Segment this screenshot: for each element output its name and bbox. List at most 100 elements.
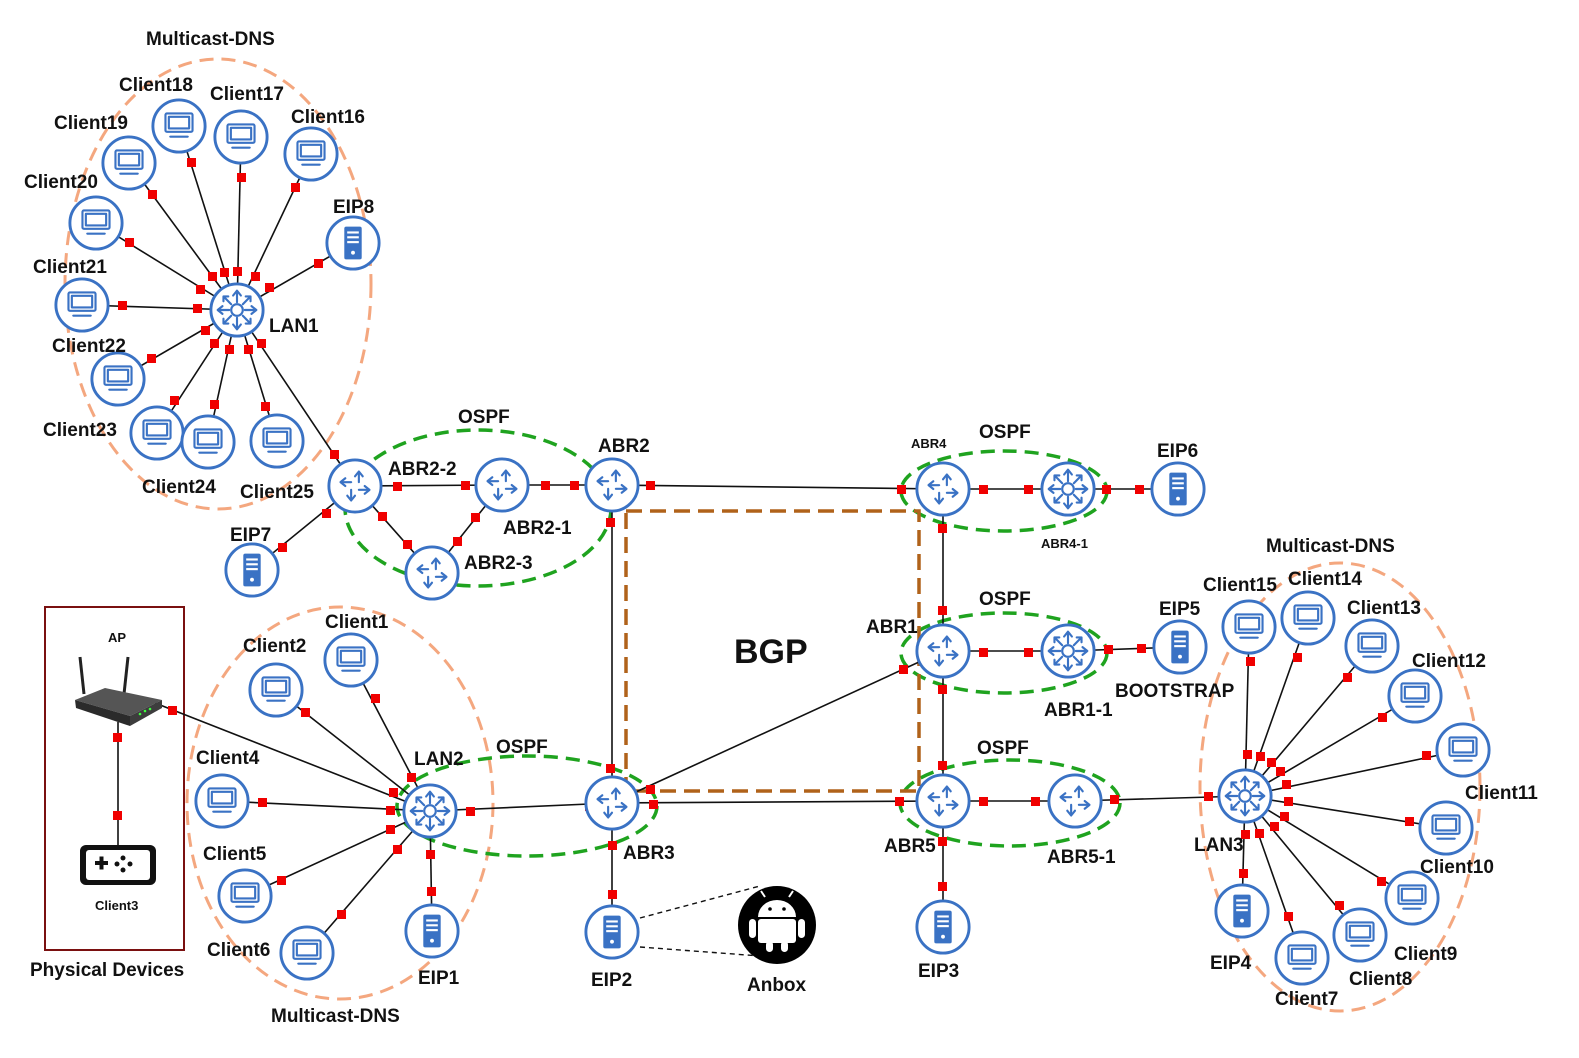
client25-monitor-icon[interactable]: [249, 413, 305, 469]
anbox-label: Anbox: [747, 975, 807, 996]
port-marker: [265, 283, 274, 292]
client21-monitor-icon[interactable]: [54, 277, 110, 333]
port-marker: [606, 764, 615, 773]
client6-label: Client6: [207, 940, 270, 961]
client9-monitor-icon[interactable]: [1384, 870, 1440, 926]
client2-monitor-icon[interactable]: [248, 662, 304, 718]
eip2-server-icon[interactable]: [584, 904, 640, 960]
port-marker: [938, 524, 947, 533]
eip4-server-icon[interactable]: [1214, 883, 1270, 939]
abr5-router-icon[interactable]: [915, 773, 971, 829]
port-marker: [897, 485, 906, 494]
port-marker: [1246, 657, 1255, 666]
port-marker: [125, 238, 134, 247]
eip3-server-icon[interactable]: [915, 899, 971, 955]
port-marker: [233, 267, 242, 276]
abr3-router-icon[interactable]: [584, 775, 640, 831]
lan3-switch-icon[interactable]: [1217, 768, 1273, 824]
client12-monitor-icon[interactable]: [1387, 668, 1443, 724]
multicast-dns-area-bottom: [185, 605, 495, 1001]
port-marker: [237, 173, 246, 182]
port-marker: [378, 512, 387, 521]
port-marker: [1110, 795, 1119, 804]
eip8-server-icon[interactable]: [325, 215, 381, 271]
client10-label: Client10: [1420, 857, 1494, 878]
abr1-router-icon[interactable]: [915, 623, 971, 679]
client11-monitor-icon[interactable]: [1435, 722, 1491, 778]
anbox-android-icon[interactable]: [738, 886, 816, 964]
port-marker: [646, 785, 655, 794]
link: [429, 802, 613, 812]
client4-monitor-icon[interactable]: [194, 773, 250, 829]
client5-monitor-icon[interactable]: [217, 868, 273, 924]
abr4-router-icon[interactable]: [915, 461, 971, 517]
client8-monitor-icon[interactable]: [1332, 907, 1388, 963]
link: [128, 162, 238, 311]
ap-router-icon[interactable]: [75, 656, 162, 726]
abr2-2-router-icon[interactable]: [327, 458, 383, 514]
link: [611, 484, 944, 490]
area-label-multicast-dns-top: Multicast-DNS: [146, 29, 275, 50]
abr1-1-switch-icon[interactable]: [1040, 623, 1096, 679]
client13-monitor-icon[interactable]: [1344, 618, 1400, 674]
link: [1244, 795, 1413, 899]
port-marker: [193, 304, 202, 313]
abr5-1-label: ABR5-1: [1047, 847, 1116, 868]
abr2-3-router-icon[interactable]: [404, 545, 460, 601]
lan2-switch-icon[interactable]: [402, 783, 458, 839]
client18-label: Client18: [119, 75, 193, 96]
port-marker: [1024, 485, 1033, 494]
eip6-server-icon[interactable]: [1150, 461, 1206, 517]
link: [178, 125, 238, 311]
port-marker: [113, 733, 122, 742]
lan2-label: LAN2: [414, 749, 464, 770]
port-marker: [938, 882, 947, 891]
link: [1244, 795, 1303, 959]
port-marker: [244, 345, 253, 354]
port-marker: [895, 797, 904, 806]
client6-monitor-icon[interactable]: [279, 925, 335, 981]
client18-monitor-icon[interactable]: [151, 98, 207, 154]
port-marker: [1256, 752, 1265, 761]
client7-monitor-icon[interactable]: [1274, 930, 1330, 986]
abr2-router-icon[interactable]: [584, 457, 640, 513]
port-marker: [330, 450, 339, 459]
eip5-server-icon[interactable]: [1152, 619, 1208, 675]
client8-label: Client8: [1349, 969, 1412, 990]
client22-monitor-icon[interactable]: [90, 351, 146, 407]
client19-monitor-icon[interactable]: [101, 135, 157, 191]
client3-gamepad-icon[interactable]: [80, 845, 156, 885]
client1-monitor-icon[interactable]: [323, 632, 379, 688]
port-marker: [1243, 750, 1252, 759]
abr2-1-router-icon[interactable]: [474, 457, 530, 513]
lan1-switch-icon[interactable]: [209, 282, 265, 338]
client24-monitor-icon[interactable]: [180, 414, 236, 470]
client25-label: Client25: [240, 482, 314, 503]
port-marker: [1241, 830, 1250, 839]
port-marker: [389, 788, 398, 797]
port-marker: [251, 272, 260, 281]
link: [236, 153, 312, 311]
client11-label: Client11: [1465, 783, 1538, 804]
eip5-label: EIP5: [1159, 599, 1201, 620]
port-marker: [168, 706, 177, 715]
client14-monitor-icon[interactable]: [1280, 590, 1336, 646]
port-marker: [1270, 822, 1279, 831]
eip1-server-icon[interactable]: [404, 903, 460, 959]
client17-monitor-icon[interactable]: [213, 109, 269, 165]
abr1-label: ABR1: [866, 617, 918, 638]
client10-monitor-icon[interactable]: [1418, 800, 1474, 856]
link: [611, 800, 944, 804]
eip7-server-icon[interactable]: [224, 542, 280, 598]
client20-monitor-icon[interactable]: [68, 195, 124, 251]
port-marker: [210, 400, 219, 409]
client22-label: Client22: [52, 336, 126, 357]
abr5-1-router-icon[interactable]: [1047, 773, 1103, 829]
port-marker: [1422, 751, 1431, 760]
client16-monitor-icon[interactable]: [283, 126, 339, 182]
abr4-1-switch-icon[interactable]: [1040, 461, 1096, 517]
client15-monitor-icon[interactable]: [1221, 599, 1277, 655]
client23-monitor-icon[interactable]: [129, 405, 185, 461]
port-marker: [170, 396, 179, 405]
link: [95, 222, 238, 311]
